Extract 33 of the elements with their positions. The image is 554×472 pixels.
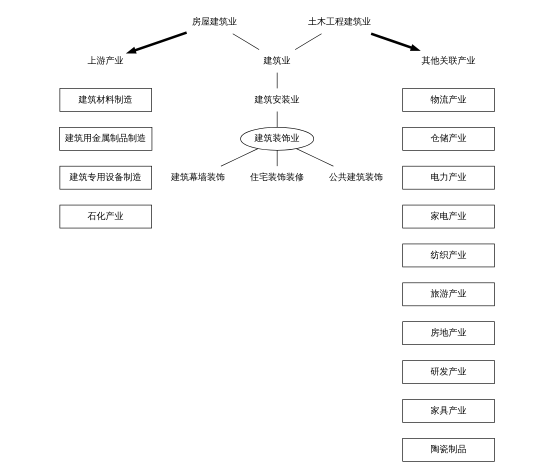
node-box: 家电产业 <box>402 204 495 228</box>
node-text: 土木工程建筑业 <box>308 18 372 28</box>
node-text: 建筑安装业 <box>254 95 300 106</box>
node-box: 房地产业 <box>402 321 495 345</box>
connector <box>296 148 334 167</box>
node-box: 电力产业 <box>402 166 495 190</box>
connector <box>232 33 260 50</box>
connector <box>276 111 278 128</box>
node-text: 住宅装饰装修 <box>250 173 304 184</box>
node-box: 陶瓷制品 <box>402 438 495 462</box>
node-ellipse: 建筑装饰业 <box>240 127 314 151</box>
node-text: 公共建筑装饰 <box>329 173 384 184</box>
node-box: 建筑用金属制品制造 <box>59 127 152 151</box>
node-box: 纺织产业 <box>402 244 495 268</box>
connector <box>276 72 278 89</box>
connector <box>220 148 258 167</box>
node-box: 仓储产业 <box>402 127 495 151</box>
arrow <box>370 32 421 51</box>
connector <box>276 150 278 166</box>
node-box: 建筑材料制造 <box>60 88 152 112</box>
arrow <box>126 31 188 54</box>
node-box: 研发产业 <box>402 360 495 384</box>
node-box: 石化产业 <box>60 204 152 228</box>
node-box: 建筑专用设备制造 <box>60 166 152 190</box>
node-text: 建筑业 <box>264 56 291 66</box>
node-box: 旅游产业 <box>402 282 495 306</box>
node-box: 物流产业 <box>402 88 495 112</box>
connector <box>294 33 322 50</box>
node-text: 上游产业 <box>88 56 124 66</box>
node-text: 建筑幕墙装饰 <box>171 173 226 184</box>
node-box: 家具产业 <box>402 399 495 423</box>
node-text: 其他关联产业 <box>422 56 476 66</box>
node-text: 房屋建筑业 <box>192 18 238 28</box>
